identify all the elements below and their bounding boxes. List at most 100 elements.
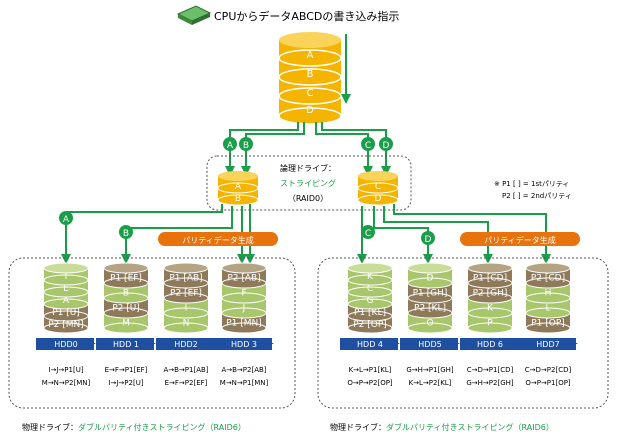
physical-suffix: ダブルパリティ付きストライピング（RAID6） — [386, 422, 554, 432]
disk-label: H — [545, 289, 552, 299]
disk-edge — [407, 292, 453, 304]
disk-top — [347, 262, 393, 274]
disk-edge — [163, 307, 209, 319]
hdd-label: HDD2 — [174, 340, 197, 349]
parity-note-1: ※ P1 [ ] = 1stパリティ — [494, 180, 569, 188]
disk-edge — [221, 322, 267, 334]
logical-disk-label: C — [375, 182, 381, 192]
main-disk-label: D — [306, 105, 314, 116]
hdd-label-plate — [400, 338, 458, 350]
disk-edge — [103, 277, 149, 289]
disk-label: D — [427, 274, 434, 284]
hdd-label-plate — [518, 338, 576, 350]
disk-label: I — [185, 304, 188, 314]
disk-edge — [43, 274, 89, 286]
parity-gen-label: パリティデータ生成 — [182, 235, 254, 245]
disk-top — [163, 262, 209, 274]
logical-disk-label: D — [375, 194, 382, 204]
disk-label: P1 [CD] — [473, 274, 507, 284]
physical-caption-right: 物理ドライブ：ダブルパリティ付きストライピング（RAID6） — [330, 422, 554, 432]
hdd-unit: HDD 1P1 [EF]BP2 [U]ME→F→P1[EF]I→J→P2[U] — [96, 262, 156, 387]
badge-d: D — [383, 141, 390, 151]
disk-top — [467, 262, 513, 274]
badge-b: B — [243, 141, 249, 151]
badge-c: C — [365, 229, 371, 239]
disk-label: J — [242, 304, 246, 314]
badges-top: A B C D — [223, 137, 393, 151]
hdd-label: HDD 3 — [231, 340, 257, 349]
disk-label: P1 [KL] — [354, 308, 386, 318]
disk-edge — [347, 274, 393, 286]
disk-edge — [163, 292, 209, 304]
disk-edge — [525, 322, 571, 334]
cpu-chip-icon — [176, 5, 212, 25]
disk-label: E — [63, 284, 69, 294]
striping-label: ストライピング — [280, 178, 336, 188]
parity-note-2: P2 [ ] = 2ndパリティ — [502, 192, 572, 200]
physical-prefix: 物理ドライブ： — [330, 422, 386, 432]
main-connectors — [225, 122, 391, 176]
logical-drive-frame — [206, 155, 412, 211]
disk-edge — [347, 298, 393, 310]
disk-label: F — [241, 289, 246, 299]
parity-formula: K→L→P2[KL] — [409, 379, 452, 387]
disk-label: P1 [AB] — [169, 274, 202, 284]
disk-edge — [467, 322, 513, 334]
disk-edge — [525, 307, 571, 319]
parity-formula: O→P→P1[OP] — [525, 379, 571, 387]
title: CPUからデータABCDの書き込み指示 — [214, 9, 399, 23]
main-disk-label: C — [307, 88, 314, 99]
badges-mid: A B C D — [59, 211, 435, 245]
disk-edge — [43, 286, 89, 298]
disk-edge — [103, 292, 149, 304]
hdd-label: HDD 6 — [477, 340, 503, 349]
parity-formula: I→J→P1[U] — [48, 366, 83, 374]
disk-top — [103, 262, 149, 274]
disk-label: P2 [KL] — [414, 304, 446, 314]
disk-label: B — [123, 289, 129, 299]
disk-edge — [103, 307, 149, 319]
disk-label: K — [487, 304, 494, 314]
disk-edge — [103, 322, 149, 334]
disk-edge — [467, 307, 513, 319]
main-logical-cylinder: A B C D — [278, 32, 342, 125]
disk-edge — [407, 322, 453, 334]
hdd-label-plate — [156, 338, 214, 350]
parity-gen-left: パリティデータ生成 — [158, 232, 278, 246]
disk-edge — [43, 322, 89, 334]
main-disk-label: A — [307, 50, 314, 61]
parity-formula: G→H→P1[GH] — [406, 366, 454, 374]
parity-formula: G→H→P2[GH] — [466, 379, 514, 387]
physical-frame-right — [317, 257, 609, 409]
disk-edge — [525, 277, 571, 289]
badge-a: A — [227, 141, 234, 151]
logical-disk-label: B — [235, 194, 241, 204]
disk-label: P — [487, 319, 493, 329]
disk-label: M — [122, 319, 130, 329]
parity-formula: O→P→P2[OP] — [347, 379, 393, 387]
parity-gen-label: パリティデータ生成 — [484, 235, 556, 245]
disk-edge — [407, 277, 453, 289]
disk-label: L — [545, 304, 550, 314]
hdd-label: HDD0 — [54, 340, 77, 349]
disk-label: K — [367, 272, 374, 282]
disk-label: O — [426, 319, 433, 329]
disk-edge — [347, 310, 393, 322]
disk-edge — [221, 307, 267, 319]
hdd-unit: HDD 6P1 [CD]P2 [GH]KPC→D→P1[CD]G→H→P2[GH… — [460, 262, 520, 387]
disk-edge — [221, 277, 267, 289]
disk-label: P2 [GH] — [473, 289, 508, 299]
disk-label: I — [65, 272, 68, 282]
hdd-label: HDD7 — [536, 340, 559, 349]
parity-formula: M→N→P2[MN] — [42, 379, 91, 387]
parity-formula: C→D→P2[CD] — [525, 366, 572, 374]
logical-label: 論理ドライブ： — [280, 163, 336, 173]
disk-label: P2 [AB] — [227, 274, 260, 284]
disk-edge — [407, 307, 453, 319]
